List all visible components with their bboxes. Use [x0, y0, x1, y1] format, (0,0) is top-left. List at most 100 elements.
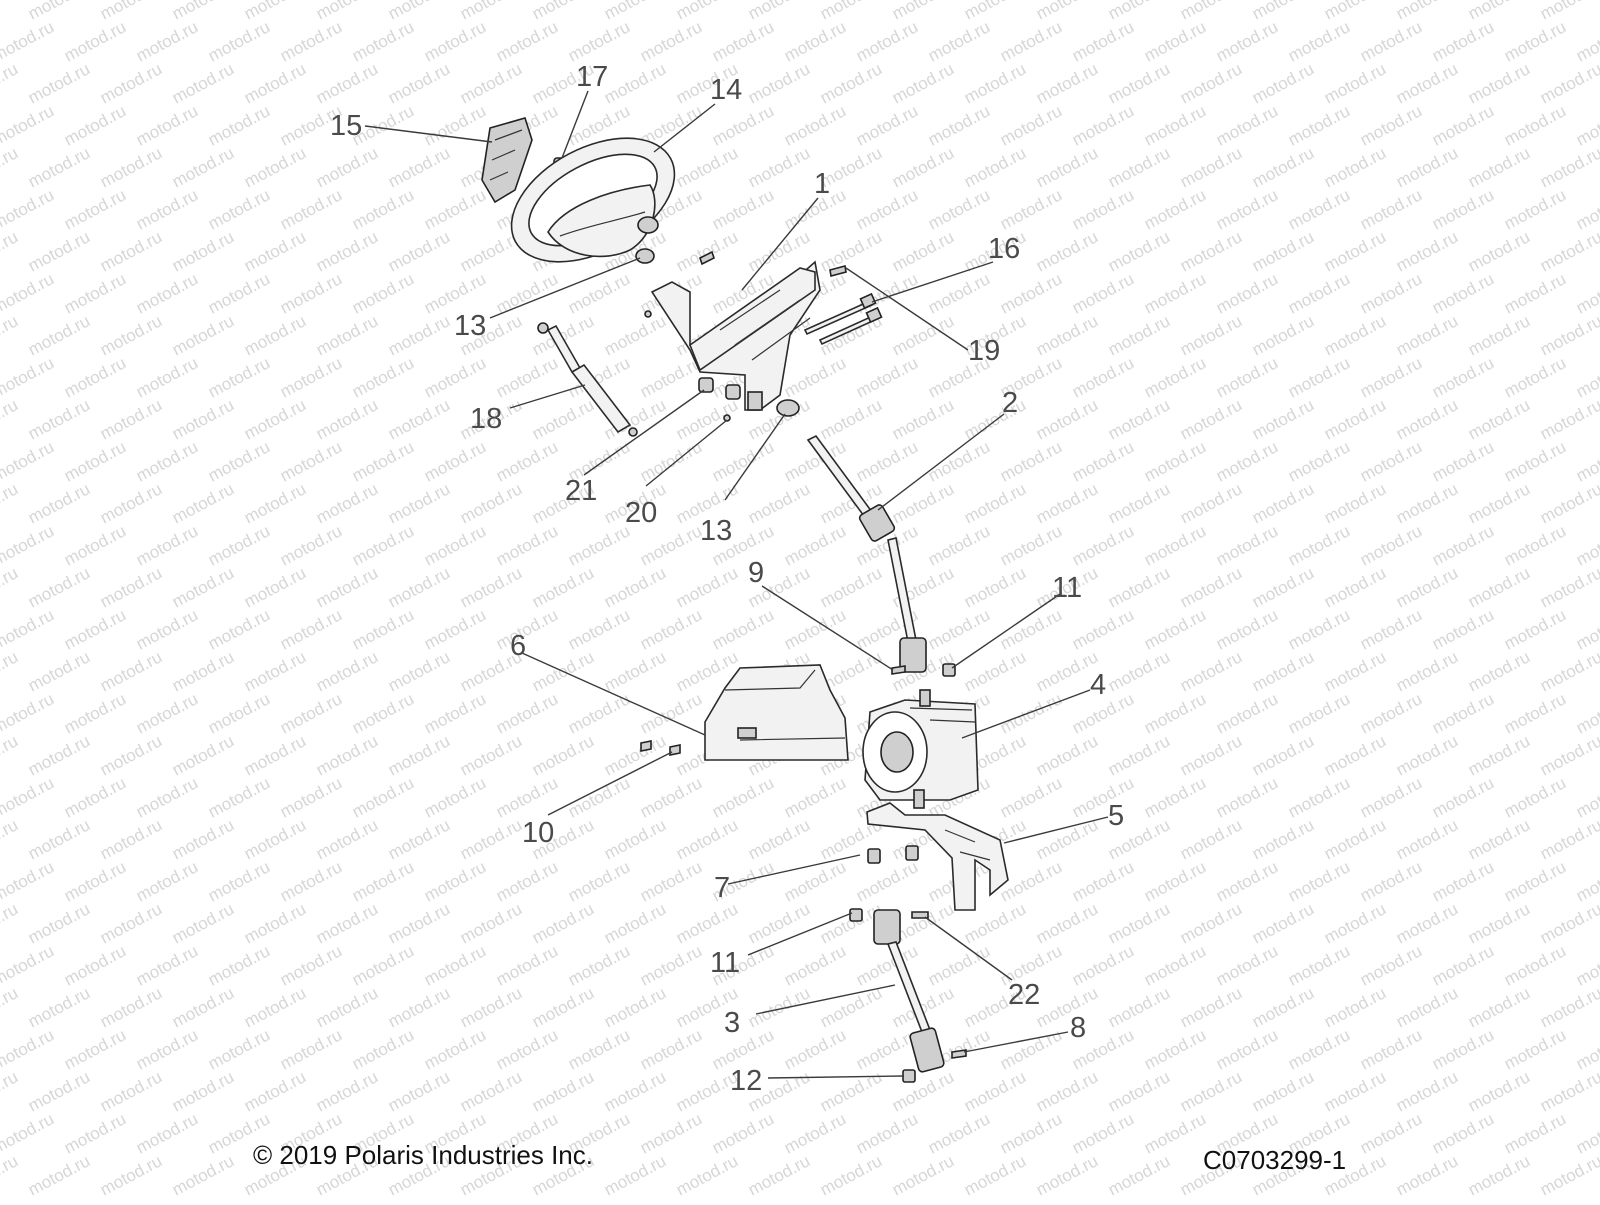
- callout-13-upper: 13: [454, 310, 486, 342]
- watermark-text: motod.ru: [673, 1151, 741, 1199]
- watermark-text: motod.ru: [313, 563, 381, 611]
- watermark-text: motod.ru: [0, 59, 21, 107]
- watermark-text: motod.ru: [241, 59, 309, 107]
- watermark-text: motod.ru: [313, 899, 381, 947]
- watermark-text: motod.ru: [673, 899, 741, 947]
- watermark-text: motod.ru: [493, 353, 561, 401]
- watermark-text: motod.ru: [1429, 941, 1497, 989]
- watermark-text: motod.ru: [97, 1067, 165, 1115]
- watermark-text: motod.ru: [0, 1109, 57, 1157]
- watermark-text: motod.ru: [1537, 731, 1600, 779]
- watermark-text: motod.ru: [1321, 899, 1389, 947]
- watermark-text: motod.ru: [637, 605, 705, 653]
- leader-16: [871, 261, 994, 303]
- leader-18: [509, 384, 586, 409]
- watermark-text: motod.ru: [1069, 605, 1137, 653]
- watermark-text: motod.ru: [97, 1151, 165, 1199]
- watermark-text: motod.ru: [457, 731, 525, 779]
- watermark-text: motod.ru: [0, 605, 57, 653]
- watermark-text: motod.ru: [565, 773, 633, 821]
- watermark-text: motod.ru: [313, 143, 381, 191]
- watermark-text: motod.ru: [61, 521, 129, 569]
- watermark-text: motod.ru: [349, 353, 417, 401]
- watermark-text: motod.ru: [1429, 1025, 1497, 1073]
- watermark-text: motod.ru: [1069, 1109, 1137, 1157]
- watermark-text: motod.ru: [1285, 689, 1353, 737]
- watermark-text: motod.ru: [385, 731, 453, 779]
- watermark-text: motod.ru: [25, 647, 93, 695]
- watermark-text: motod.ru: [925, 101, 993, 149]
- watermark-text: motod.ru: [1177, 899, 1245, 947]
- watermark-text: motod.ru: [169, 1067, 237, 1115]
- watermark-text: motod.ru: [457, 983, 525, 1031]
- watermark-text: motod.ru: [241, 479, 309, 527]
- watermark-text: motod.ru: [853, 1025, 921, 1073]
- watermark-text: motod.ru: [0, 689, 57, 737]
- leader-8: [963, 1031, 1069, 1053]
- watermark-text: motod.ru: [1177, 1067, 1245, 1115]
- watermark-text: motod.ru: [421, 353, 489, 401]
- watermark-text: motod.ru: [745, 1151, 813, 1199]
- watermark-text: motod.ru: [0, 353, 57, 401]
- watermark-text: motod.ru: [1213, 605, 1281, 653]
- callout-13-lower: 13: [700, 515, 732, 547]
- watermark-text: motod.ru: [1105, 311, 1173, 359]
- watermark-text: motod.ru: [961, 59, 1029, 107]
- watermark-text: motod.ru: [0, 143, 21, 191]
- watermark-text: motod.ru: [349, 437, 417, 485]
- watermark-text: motod.ru: [1033, 479, 1101, 527]
- watermark-text: motod.ru: [529, 899, 597, 947]
- part-10-screws: [640, 740, 681, 756]
- watermark-text: motod.ru: [1141, 269, 1209, 317]
- watermark-text: motod.ru: [0, 521, 57, 569]
- watermark-text: motod.ru: [0, 983, 21, 1031]
- watermark-text: motod.ru: [493, 857, 561, 905]
- watermark-text: motod.ru: [1465, 143, 1533, 191]
- watermark-text: motod.ru: [241, 143, 309, 191]
- watermark-text: motod.ru: [1213, 1025, 1281, 1073]
- watermark-text: motod.ru: [0, 1067, 21, 1115]
- watermark-text: motod.ru: [1429, 269, 1497, 317]
- watermark-text: motod.ru: [133, 857, 201, 905]
- watermark-text: motod.ru: [1393, 563, 1461, 611]
- watermark-text: motod.ru: [25, 899, 93, 947]
- watermark-text: motod.ru: [205, 437, 273, 485]
- watermark-text: motod.ru: [1321, 0, 1389, 24]
- watermark-text: motod.ru: [349, 1025, 417, 1073]
- watermark-text: motod.ru: [169, 0, 237, 24]
- watermark-text: motod.ru: [1213, 101, 1281, 149]
- watermark-text: motod.ru: [0, 857, 57, 905]
- watermark-text: motod.ru: [457, 1067, 525, 1115]
- watermark-text: motod.ru: [0, 1151, 21, 1199]
- watermark-text: motod.ru: [349, 857, 417, 905]
- watermark-text: motod.ru: [385, 395, 453, 443]
- callout-18: 18: [470, 403, 502, 435]
- watermark-text: motod.ru: [349, 17, 417, 65]
- watermark-text: motod.ru: [0, 941, 57, 989]
- watermark-text: motod.ru: [61, 941, 129, 989]
- watermark-text: motod.ru: [205, 521, 273, 569]
- watermark-text: motod.ru: [169, 395, 237, 443]
- watermark-text: motod.ru: [1573, 521, 1600, 569]
- watermark-text: motod.ru: [637, 1025, 705, 1073]
- watermark-text: motod.ru: [97, 143, 165, 191]
- watermark-text: motod.ru: [673, 563, 741, 611]
- watermark-text: motod.ru: [1393, 815, 1461, 863]
- watermark-text: motod.ru: [529, 395, 597, 443]
- watermark-text: motod.ru: [1249, 311, 1317, 359]
- watermark-text: motod.ru: [1465, 731, 1533, 779]
- watermark-text: motod.ru: [313, 983, 381, 1031]
- watermark-text: motod.ru: [1177, 731, 1245, 779]
- watermark-text: motod.ru: [781, 521, 849, 569]
- watermark-text: motod.ru: [1033, 815, 1101, 863]
- callout-16: 16: [988, 233, 1020, 265]
- watermark-text: motod.ru: [1501, 185, 1569, 233]
- watermark-text: motod.ru: [961, 479, 1029, 527]
- watermark-text: motod.ru: [673, 0, 741, 24]
- watermark-text: motod.ru: [385, 0, 453, 24]
- watermark-text: motod.ru: [1393, 311, 1461, 359]
- drawing-code: C0703299-1: [1203, 1145, 1347, 1175]
- watermark-text: motod.ru: [565, 269, 633, 317]
- watermark-text: motod.ru: [493, 437, 561, 485]
